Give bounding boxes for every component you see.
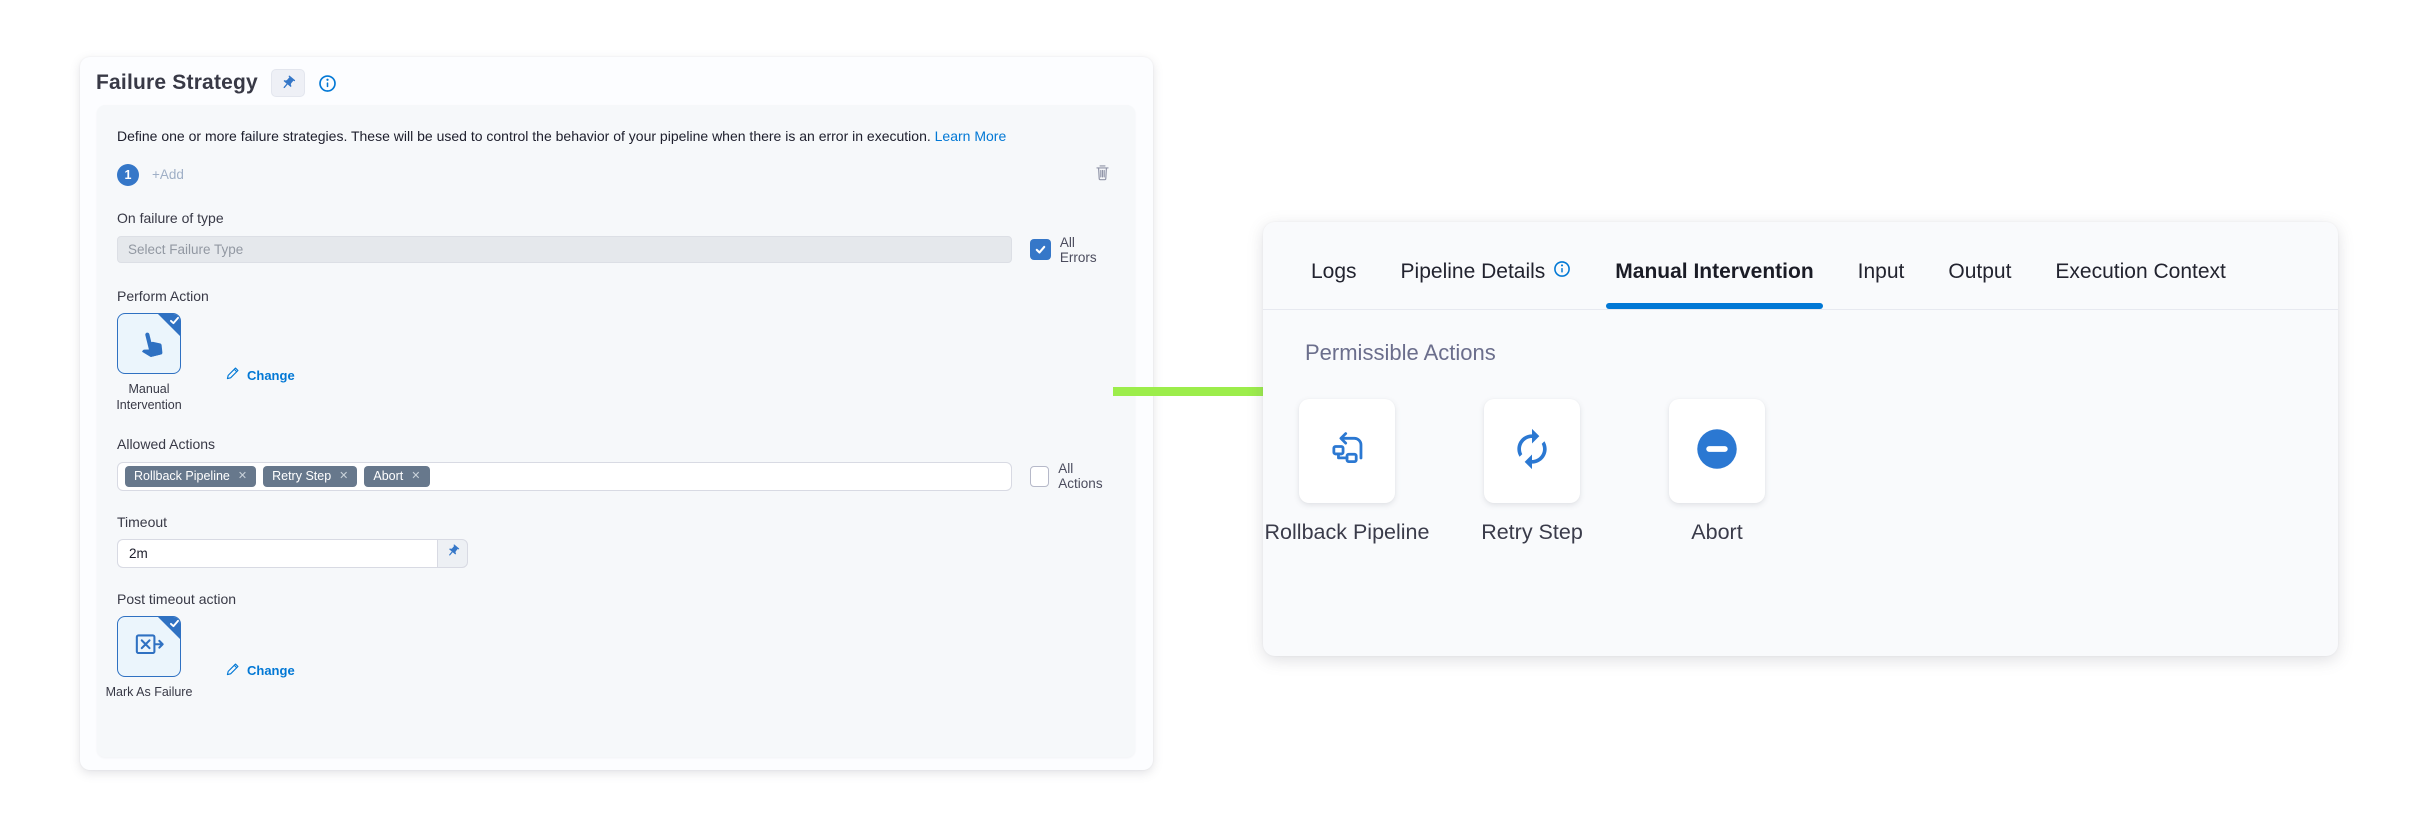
selected-check-corner [157,313,180,337]
panel-description: Define one or more failure strategies. T… [117,128,1007,144]
mark-as-failure-icon [132,629,167,665]
post-timeout-selected: Mark As Failure [106,616,192,700]
selected-check-corner [157,617,180,641]
mark-as-failure-card[interactable] [117,616,181,678]
action-retry-step: Retry Step [1481,399,1583,547]
failure-type-select[interactable] [117,236,1012,264]
manual-intervention-card[interactable] [117,312,181,374]
action-rollback-pipeline: Rollback Pipeline [1265,399,1429,547]
allowed-actions-label: Allowed Actions [117,436,216,453]
post-timeout-value: Mark As Failure [105,685,193,700]
all-errors-group: All Errors [1030,235,1115,265]
action-label: Rollback Pipeline [1264,520,1430,544]
tab-pipeline-details[interactable]: Pipeline Details [1392,222,1581,309]
tab-output[interactable]: Output [1948,259,2012,283]
pencil-icon [225,662,240,680]
perform-action-row: Manual Intervention Change [116,312,1115,414]
retry-step-icon [1510,427,1554,476]
on-failure-row: All Errors [117,235,1115,265]
allowed-actions-input[interactable]: Rollback Pipeline ✕ Retry Step ✕ Abort ✕ [117,461,1012,491]
all-errors-checkbox[interactable] [1030,239,1051,261]
permissible-actions-row: Rollback Pipeline Retry Step Abort [1265,399,2338,547]
perform-action-label: Perform Action [117,287,209,304]
execution-details-panel: Logs Pipeline Details Manual Interventio… [1263,222,2338,656]
all-errors-label: All Errors [1059,234,1097,265]
strategy-index-badge[interactable]: 1 [117,163,139,186]
tag-retry-step: Retry Step ✕ [263,465,358,488]
pin-icon [280,75,296,91]
tab-logs[interactable]: Logs [1311,259,1357,283]
info-icon[interactable] [318,74,337,93]
all-actions-group: All Actions [1030,461,1115,491]
failure-strategy-header: Failure Strategy [80,57,1153,97]
action-label: Retry Step [1481,520,1583,544]
add-strategy-button[interactable]: +Add [152,167,184,183]
perform-action-value: Manual Intervention [116,381,182,413]
retry-step-button[interactable] [1484,399,1580,503]
manual-intervention-icon [133,324,166,362]
tab-input[interactable]: Input [1857,259,1905,283]
tag-abort: Abort ✕ [364,465,430,488]
details-tabs-bar: Logs Pipeline Details Manual Interventio… [1263,222,2338,310]
learn-more-link[interactable]: Learn More [934,128,1007,144]
rollback-pipeline-button[interactable] [1299,399,1395,503]
allowed-actions-row: Rollback Pipeline ✕ Retry Step ✕ Abort ✕… [117,461,1115,491]
timeout-pin-button[interactable] [437,539,468,569]
panel-title: Failure Strategy [96,71,258,94]
all-actions-checkbox[interactable] [1030,465,1050,487]
info-icon [1553,260,1571,284]
post-timeout-row: Mark As Failure Change [106,616,1115,700]
perform-action-selected: Manual Intervention [116,312,182,414]
abort-icon [1694,426,1740,477]
strategy-tabs-row: 1 +Add [117,163,1115,187]
delete-strategy-button[interactable] [1094,163,1111,187]
remove-tag-icon[interactable]: ✕ [339,470,349,483]
timeout-field[interactable] [117,539,437,569]
failure-type-input[interactable] [128,242,1001,258]
tab-execution-context[interactable]: Execution Context [2055,259,2226,283]
action-abort: Abort [1669,399,1765,547]
permissible-actions-title: Permissible Actions [1305,340,1496,365]
remove-tag-icon[interactable]: ✕ [411,470,421,483]
timeout-input[interactable] [129,546,426,562]
pin-button[interactable] [270,69,305,97]
timeout-group [117,539,468,569]
arrow-body [1113,386,1307,396]
all-actions-label: All Actions [1058,461,1103,492]
post-timeout-label: Post timeout action [117,591,237,608]
rollback-pipeline-icon [1324,426,1370,477]
tab-manual-intervention[interactable]: Manual Intervention [1606,222,1824,309]
failure-strategy-panel: Failure Strategy Define one or more fail… [80,57,1153,770]
change-post-timeout-button[interactable]: Change [225,640,295,700]
change-action-button[interactable]: Change [225,337,295,414]
pencil-icon [225,366,240,384]
trash-icon [1094,163,1111,187]
on-failure-label: On failure of type [117,209,224,226]
timeout-label: Timeout [117,514,168,531]
abort-button[interactable] [1669,399,1765,503]
pin-icon [446,544,460,563]
failure-strategy-form: Define one or more failure strategies. T… [97,105,1135,757]
tag-rollback-pipeline: Rollback Pipeline ✕ [125,465,257,488]
remove-tag-icon[interactable]: ✕ [237,470,248,483]
action-label: Abort [1691,520,1743,544]
